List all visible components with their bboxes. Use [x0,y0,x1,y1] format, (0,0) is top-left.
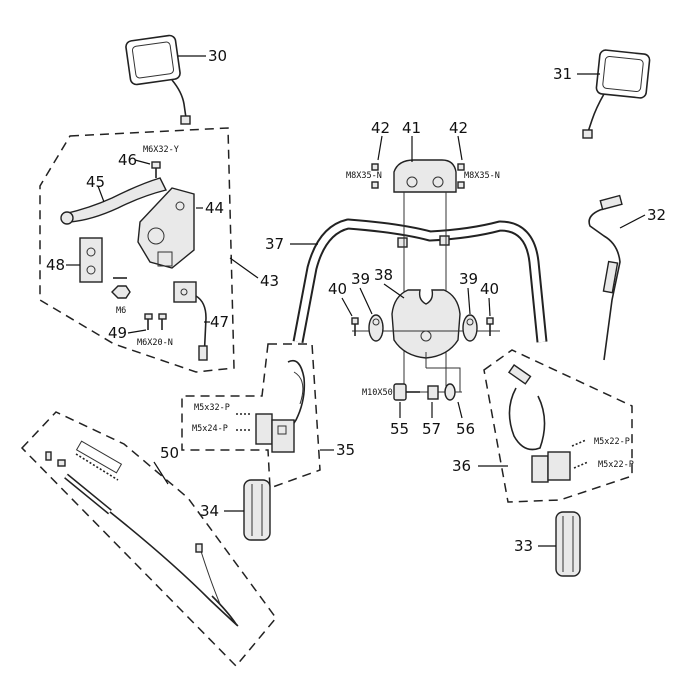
spec-m5x24p: M5x24-P [192,424,228,434]
throttle-kit-boundary [20,411,277,668]
spec-m8x35n-right: M8X35-N [464,171,500,181]
right-switch-part [507,364,589,483]
clutch-switch-part [173,281,208,361]
throttle-cable-part [588,194,623,361]
throttle-kit-part [45,440,239,627]
callout-39b: 39 [459,270,478,288]
callout-40b: 40 [480,280,499,298]
callout-46: 46 [118,151,137,169]
callout-39a: 39 [351,270,370,288]
washer-56-part [444,383,456,401]
callout-35: 35 [336,441,355,459]
spec-m5x22p-bottom: M5x22-P [598,460,634,470]
callout-44: 44 [205,199,224,217]
lever-bracket-part [137,187,195,269]
callout-55: 55 [390,420,409,438]
screws-49-part [144,313,167,330]
callout-33: 33 [514,537,533,555]
callout-50: 50 [160,444,179,462]
callout-43: 43 [260,272,279,290]
callout-31: 31 [553,65,572,83]
screw-46-part [151,161,161,178]
callout-30: 30 [208,47,227,65]
washer-39-right-part [462,314,478,342]
callout-48: 48 [46,256,65,274]
mirror-right-part [582,49,651,139]
lever-group-boundary [39,127,235,373]
left-switch-part [236,359,306,453]
bolts-42-left-part [371,163,379,189]
left-switch-group-boundary [181,343,321,490]
callout-38: 38 [374,266,393,284]
clutch-lever-part [60,177,168,225]
callout-36: 36 [452,457,471,475]
right-grip-part [555,511,581,577]
left-grip-part [243,479,271,541]
bolt-40-right-part [486,317,494,336]
washer-39-left-part [368,314,384,342]
lower-clamp-part [391,289,461,359]
callout-32: 32 [647,206,666,224]
nut-m6-part [111,277,131,299]
mirror-left-part [125,34,191,125]
right-switch-group-boundary [483,349,633,503]
spec-m5x32p: M5x32-P [194,403,230,413]
spacer-57-part [427,385,439,400]
callout-57: 57 [422,420,441,438]
spec-m8x35n-left: M8X35-N [346,171,382,181]
cover-plate-part [79,237,103,283]
callout-37: 37 [265,235,284,253]
spec-m10x50: M10X50 [362,388,393,398]
callout-47: 47 [210,313,229,331]
bolt-55-part [393,383,420,401]
callout-34: 34 [200,502,219,520]
callout-45: 45 [86,173,105,191]
bolts-42-right-part [457,163,465,189]
handlebar-part [292,218,548,344]
spec-m6: M6 [116,306,126,316]
bolt-40-left-part [351,317,359,336]
spec-m5x22p-top: M5x22-P [594,437,630,447]
spec-m6x20n: M6X20-N [137,338,173,348]
spec-m6x32y: M6X32-Y [143,145,179,155]
callout-42a: 42 [371,119,390,137]
callout-42b: 42 [449,119,468,137]
callout-41: 41 [402,119,421,137]
callout-56: 56 [456,420,475,438]
callout-49: 49 [108,324,127,342]
callout-40a: 40 [328,280,347,298]
